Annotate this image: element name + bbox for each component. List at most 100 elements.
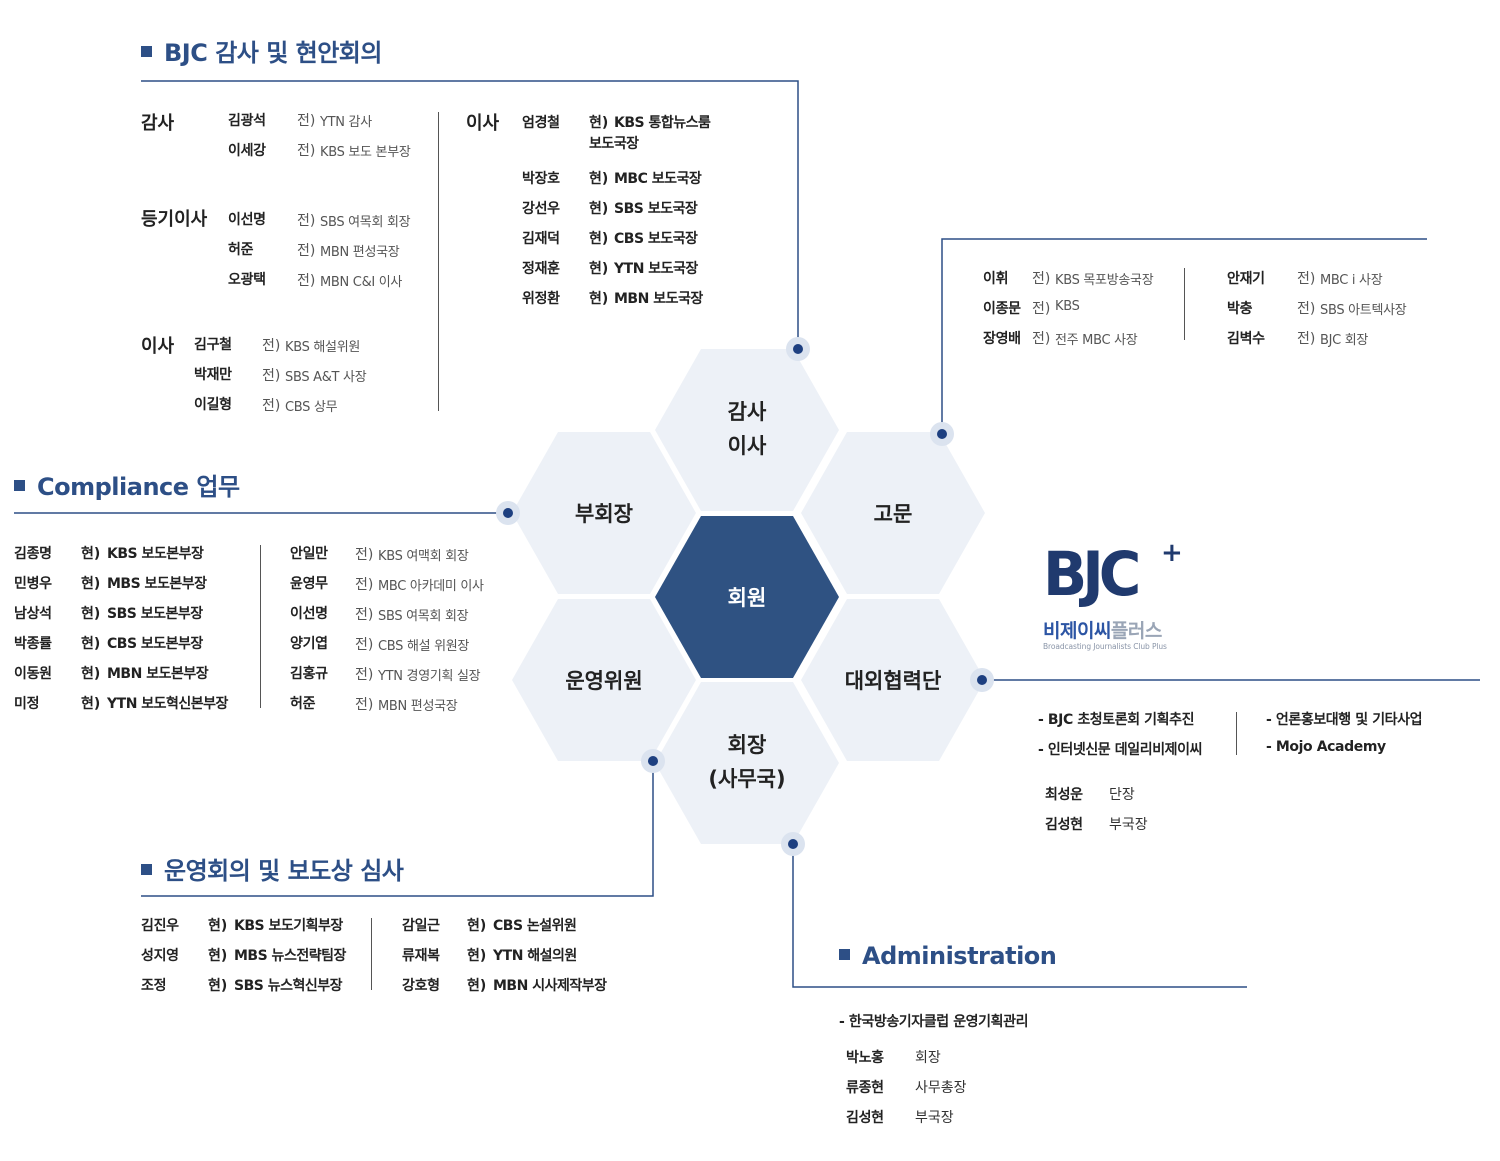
admin-member-name: 김성현: [846, 1110, 884, 1126]
hex-upper-right[interactable]: [801, 432, 985, 594]
member-desc: KBS 통합뉴스룸: [614, 115, 711, 131]
external-bullet: - 언론홍보대행 및 기타사업: [1266, 712, 1423, 728]
compliance-desc: CBS 해설 위원장: [378, 639, 470, 654]
compliance-desc: MBN 보도본부장: [107, 666, 209, 682]
operations-desc: SBS 뉴스혁신부장: [234, 978, 343, 994]
advisor-prefix: 전): [1032, 271, 1051, 287]
logo-plus: +: [1161, 538, 1183, 568]
advisor-name: 이휘: [983, 271, 1009, 287]
member-prefix: 전): [297, 113, 316, 129]
compliance-prefix: 현): [81, 636, 101, 652]
logo-korean-right: 플러스: [1110, 620, 1162, 642]
audit-board-title: BJC 감사 및 현안회의: [141, 33, 382, 68]
column-divider: [1184, 268, 1185, 340]
title-square-icon: [141, 45, 152, 57]
member-prefix: 전): [262, 338, 281, 354]
connector-admin: [792, 844, 1247, 988]
operations-desc: MBN 시사제작부장: [493, 978, 607, 994]
compliance-desc: MBN 편성국장: [378, 699, 458, 714]
operations-name: 김진우: [141, 918, 179, 934]
member-name: 강선우: [522, 201, 560, 217]
title-square-icon: [839, 948, 850, 960]
hex-lower-left[interactable]: [512, 599, 696, 761]
member-prefix: 전): [297, 143, 316, 159]
member-prefix: 전): [297, 273, 316, 289]
advisor-prefix: 전): [1297, 271, 1316, 287]
external-member-role: 단장: [1109, 787, 1135, 803]
compliance-prefix: 현): [81, 666, 101, 682]
member-prefix: 전): [262, 368, 281, 384]
member-desc: YTN 보도국장: [614, 261, 698, 277]
operations-desc: YTN 해설의원: [493, 948, 577, 964]
advisor-name: 박충: [1227, 301, 1253, 317]
compliance-title: Compliance 업무: [14, 467, 240, 502]
dot-compliance: [496, 501, 520, 525]
compliance-prefix: 현): [81, 576, 101, 592]
hex-upper-right-label: 고문: [874, 502, 913, 526]
operations-prefix: 현): [208, 948, 228, 964]
compliance-name: 민병우: [14, 576, 52, 592]
member-desc: MBC 보도국장: [614, 171, 702, 187]
connector-lines: [14, 80, 1480, 988]
hex-lower-right[interactable]: [801, 599, 985, 761]
compliance-desc: MBS 보도본부장: [107, 576, 207, 592]
compliance-desc: MBC 아카데미 이사: [378, 579, 484, 594]
dot-admin: [781, 832, 805, 856]
member-name: 김구철: [194, 337, 232, 353]
member-name: 김광석: [228, 113, 266, 129]
operations-name: 성지영: [141, 948, 179, 964]
compliance-desc: CBS 보도본부장: [107, 636, 203, 652]
operations-title: 운영회의 및 보도상 심사: [141, 851, 404, 886]
external-bullet: - BJC 초청토론회 기획추진: [1038, 712, 1195, 728]
member-desc: MBN 보도국장: [614, 291, 703, 307]
hex-lower-right-label: 대외협력단: [845, 669, 942, 693]
compliance-prefix: 현): [81, 606, 101, 622]
compliance-name: 박종률: [14, 636, 52, 652]
member-desc: SBS A&T 사장: [285, 370, 367, 385]
connection-dots: [496, 337, 994, 856]
compliance-prefix: 전): [355, 667, 374, 683]
admin-member-role: 사무총장: [915, 1080, 967, 1096]
compliance-name: 윤영무: [290, 576, 328, 592]
member-name: 허준: [228, 242, 254, 258]
member-name: 정재훈: [522, 261, 560, 277]
dot-operations: [641, 749, 665, 773]
connector-advisor: [941, 238, 1427, 434]
hex-top[interactable]: [655, 349, 839, 511]
member-name: 위정환: [522, 291, 560, 307]
external-member-name: 최성운: [1045, 787, 1083, 803]
logo-korean-left: 비제이씨: [1043, 620, 1111, 642]
hex-center-label: 회원: [728, 586, 767, 610]
operations-prefix: 현): [467, 948, 487, 964]
hex-upper-left[interactable]: [512, 432, 696, 594]
member-name: 김재덕: [522, 231, 560, 247]
member-prefix: 현): [589, 291, 609, 307]
member-name: 박장호: [522, 171, 560, 187]
member-name: 오광택: [228, 272, 266, 288]
compliance-name: 허준: [290, 696, 316, 712]
member-desc: KBS 보도 본부장: [320, 145, 411, 160]
operations-desc: KBS 보도기획부장: [234, 918, 343, 934]
member-name: 이선명: [228, 212, 266, 228]
member-desc: KBS 해설위원: [285, 340, 361, 355]
administration-title: Administration: [839, 942, 1057, 970]
dot-audit: [786, 337, 810, 361]
advisor-desc: SBS 아트텍사장: [1320, 303, 1407, 318]
hexagon-group: [512, 349, 985, 844]
hex-bottom[interactable]: [655, 682, 839, 844]
admin-member-role: 회장: [915, 1050, 941, 1066]
compliance-name: 남상석: [14, 606, 52, 622]
member-desc: CBS 상무: [285, 400, 338, 415]
dot-external: [970, 668, 994, 692]
member-desc: YTN 감사: [320, 115, 372, 130]
compliance-name: 안일만: [290, 546, 328, 562]
member-prefix: 현): [589, 115, 609, 131]
member-prefix: 전): [297, 243, 316, 259]
operations-name: 류재복: [402, 948, 440, 964]
member-prefix: 전): [262, 398, 281, 414]
compliance-desc: KBS 보도본부장: [107, 546, 204, 562]
member-prefix: 전): [297, 213, 316, 229]
hex-center[interactable]: [655, 516, 839, 678]
member-desc-line2: 보도국장: [589, 136, 639, 152]
